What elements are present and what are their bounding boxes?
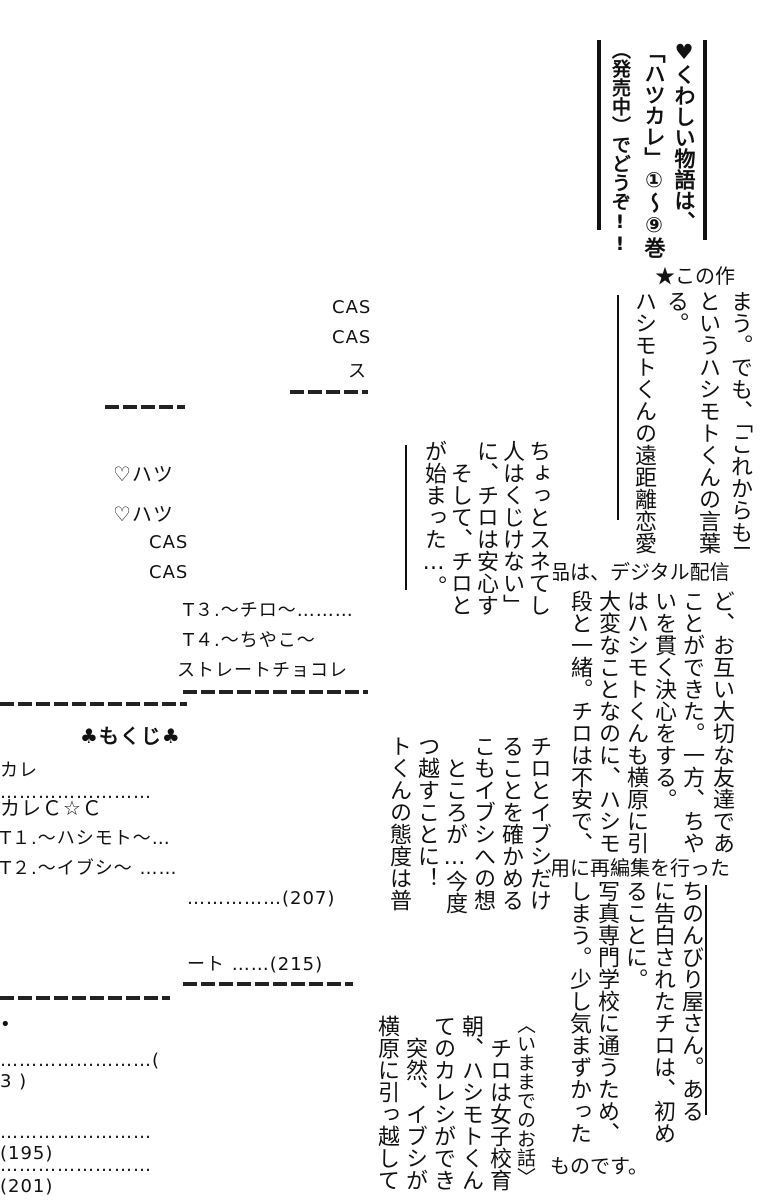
story-lower-left-line-4: ところが…今度 (442, 735, 467, 914)
story-top-line-3: る。 (663, 290, 688, 334)
story-mid-right-line-2: ことができた。一方、ちや (679, 590, 704, 854)
story-mid-right-line-6: 段と一緒。チロは不安で、 (567, 590, 592, 854)
toc-mid-item-4: CAS (149, 562, 189, 583)
contents-item-1: カレ …………………… (0, 760, 152, 803)
story-mid-left-line-1: ちょっとスネてし (525, 440, 550, 616)
pages-item-2: ート ……(215) (187, 954, 324, 975)
pages-low-fragment: • ……………………( 3 ) ……………………(195) ……………………(2… (0, 992, 170, 1200)
contents-item-2: カレＣ☆Ｃ (0, 796, 103, 820)
story-lower-right-fragment: ちのんびり屋さん。ある に告白されたチロは、初め ることに。 写真専門学校に通う… (550, 880, 715, 1144)
toc-parts-divider (183, 690, 368, 694)
story-mid-right-line-4: はハシモトくんも横原に引 (623, 590, 648, 854)
toc-parts-item-2: T４.〜ちやこ〜 (183, 630, 316, 651)
pages-low-divider (0, 996, 170, 1000)
notice-line-2: 「ハツカレ」①〜⑨巻 (642, 42, 666, 258)
story-mid-left-line-4: そして、チロと (447, 440, 472, 616)
story-mid-right-line-3: いを貫く決心をする。 (651, 590, 676, 810)
story-mid-right-line-5: 大変なことなのに、ハシモ (595, 590, 620, 854)
pages-fragment: ……………(207) ート ……(215) (183, 880, 353, 990)
story-lower-left-line-6: トくんの態度は普 (386, 735, 411, 911)
pages-low-item-1: ……………………( 3 ) (0, 1050, 161, 1092)
toc-mid-fragment: ♡ハツ ♡ハツ CAS CAS (105, 400, 189, 590)
toc-small-divider (290, 390, 368, 394)
story-top-rule (617, 295, 619, 520)
story-bottom-line-1: 〈いままでのお話〉 (514, 1015, 536, 1186)
story-bottom-line-4: てのカレシができ (430, 1015, 455, 1191)
pages-item-1: ……………(207) (187, 888, 336, 909)
story-lower-right-line-3: ることに。 (622, 880, 647, 990)
story-mid-right-line-1: ど、お互い大切な友達であ (709, 590, 734, 854)
toc-small-fragment: CAS CAS ス (290, 295, 372, 400)
toc-small-item-3: ス (348, 361, 367, 382)
story-top-line-1: まう。でも、「これからも二 (727, 290, 752, 565)
toc-mid-item-1: ♡ハツ (113, 462, 174, 486)
story-mid-left-line-5: が始まった…。 (421, 440, 446, 597)
digital-note-part-4: ものです。 (550, 1150, 648, 1179)
story-lower-left-line-2: ることを確かめる (498, 735, 523, 911)
pages-low-bullet: • (0, 1014, 12, 1035)
story-mid-right-fragment: ど、お互い大切な友達であ ことができた。一方、ちや いを貫く決心をする。 はハシ… (555, 590, 760, 854)
toc-small-item-2: CAS (332, 327, 372, 348)
pages-low-item-3: ……………………(201) (0, 1155, 152, 1197)
notice-line-3: （発売中）でどうぞ!! (609, 40, 631, 255)
pages-divider (183, 982, 353, 986)
digital-note-part-2: 品は、デジタル配信 (550, 556, 760, 585)
story-top-line-4: ハシモトくんの遠距離恋愛 (631, 290, 656, 554)
story-lower-left-line-3: こもイブシへの想 (470, 735, 495, 911)
story-bottom-line-3: 朝、ハシモトくん (458, 1015, 483, 1191)
story-mid-left-fragment: ちょっとスネてし 人はくじけない」 に、チロは安心す そして、チロと が始まった… (403, 440, 553, 616)
toc-parts-fragment: T３.〜チロ〜……… T４.〜ちやこ〜 ストレートチョコレ (177, 590, 368, 700)
story-mid-left-line-3: に、チロは安心す (473, 440, 498, 616)
story-lower-left-line-1: チロとイブシだけ (526, 735, 551, 911)
story-top-fragment: まう。でも、「これからも二 というハシモトくんの言葉 る。 ハシモトくんの遠距離… (615, 290, 760, 565)
digital-note-part-1: ★この作 (655, 260, 735, 289)
pages-low-item-2: ……………………(195) (0, 1122, 152, 1164)
contents-item-3: T１.〜ハシモト〜… (0, 828, 171, 849)
story-mid-left-line-2: 人はくじけない」 (499, 440, 524, 616)
story-lower-right-line-2: に告白されたチロは、初め (650, 880, 675, 1144)
digital-note-part-3: 用に再編集を行った (550, 852, 760, 881)
story-bottom-fragment: 〈いままでのお話〉 チロは女子校育 朝、ハシモトくん てのカレシができ 突然、イ… (360, 1015, 540, 1200)
notice-box: ♥くわしい物語は、 「ハツカレ」①〜⑨巻 （発売中）でどうぞ!! (595, 30, 715, 258)
story-lower-left-fragment: チロとイブシだけ ることを確かめる こもイブシへの想 ところが…今度 つ越すこと… (372, 735, 552, 914)
toc-parts-item-1: T３.〜チロ〜……… (183, 600, 354, 621)
notice-right-rule (703, 40, 707, 240)
notice-left-rule (597, 40, 601, 230)
notice-line-1: ♥くわしい物語は、 (672, 40, 696, 232)
story-bottom-line-5: 突然、イブシが (402, 1015, 427, 1191)
story-lower-right-line-1: ちのんびり屋さん。ある (678, 880, 703, 1122)
contents-fragment: ♣もくじ♣ カレ …………………… カレＣ☆Ｃ T１.〜ハシモト〜… T２.〜イ… (0, 700, 187, 880)
contents-title: ♣もくじ♣ (80, 724, 181, 748)
toc-small-item-1: CAS (332, 297, 372, 318)
contents-top-divider (0, 702, 187, 706)
contents-item-4: T２.〜イブシ〜 …… (0, 858, 178, 879)
story-top-line-2: というハシモトくんの言葉 (695, 290, 720, 554)
toc-parts-item-3: ストレートチョコレ (177, 660, 348, 681)
toc-mid-item-3: CAS (149, 532, 189, 553)
story-lower-right-line-5: しまう。少し気まずかった (566, 880, 591, 1144)
story-lower-right-line-4: 写真専門学校に通うため、 (594, 880, 619, 1144)
story-bottom-line-6: 横原に引っ越して (374, 1015, 399, 1191)
toc-mid-item-2: ♡ハツ (113, 502, 174, 526)
story-lower-right-rule (705, 885, 707, 1115)
toc-mid-divider (105, 405, 185, 409)
story-lower-left-line-5: つ越すことに！ (414, 735, 439, 889)
story-mid-left-rule (405, 445, 407, 590)
story-bottom-line-2: チロは女子校育 (486, 1015, 511, 1191)
